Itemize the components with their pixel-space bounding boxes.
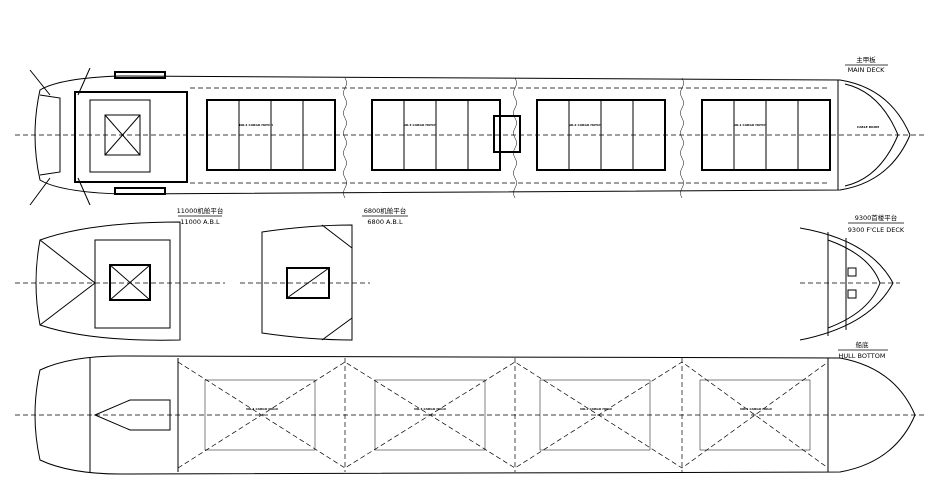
deck-house [493, 115, 521, 153]
main-deck-hull-outline [34, 75, 911, 195]
view-title-en: MAIN DECK [848, 66, 886, 74]
hatch-label: NO.2 CARGO HATCH [568, 123, 602, 127]
view-title-en: 9300 F'CLE DECK [848, 226, 905, 234]
view-title-cn: 9300首楼平台 [855, 213, 898, 222]
view-title-cn: 主甲板 [856, 55, 876, 64]
hatch-label: NO.4 CARGO HATCH [239, 123, 273, 127]
engine-platform-6800-view: 6800机舱平台 6800 A.B.L [240, 206, 408, 341]
accommodation-block [74, 91, 188, 183]
view-title-cn: 船底 [856, 340, 870, 349]
hatch-label: NO.1 CARGO HATCH [733, 123, 767, 127]
engine-platform-11000-view: 11000机舱平台 11000 A.B.L [15, 206, 225, 341]
hold-label: NO.3 CARGO HOLD [414, 407, 446, 411]
cable-room-label: CABLE ROOM [857, 125, 879, 129]
view-title-en: 11000 A.B.L [180, 218, 220, 226]
view-title-en: 6800 A.B.L [367, 218, 403, 226]
hatch-2: NO.2 CARGO HATCH [536, 99, 666, 171]
hatch-1: NO.1 CARGO HATCH [701, 99, 831, 171]
main-deck-view: NO.4 CARGO HATCH NO.3 CARGO HATCH NO.2 C… [15, 55, 925, 206]
hold-label: NO.1 CARGO HOLD [740, 407, 772, 411]
view-title-cn: 6800机舱平台 [364, 206, 407, 215]
hold-label: NO.4 CARGO HOLD [246, 407, 278, 411]
view-title-en: HULL BOTTOM [839, 352, 886, 360]
fcle-deck-view: 9300首楼平台 9300 F'CLE DECK [799, 213, 905, 341]
hold-label: NO.2 CARGO HOLD [580, 407, 612, 411]
hatch-label: NO.3 CARGO HATCH [403, 123, 437, 127]
hatch-4: NO.4 CARGO HATCH [206, 99, 336, 171]
hull-bottom-view: NO.4 CARGO HOLD NO.3 CARGO HOLD NO.2 CAR… [15, 340, 925, 475]
view-title-cn: 11000机舱平台 [177, 206, 224, 215]
hatch-3: NO.3 CARGO HATCH [371, 99, 501, 171]
